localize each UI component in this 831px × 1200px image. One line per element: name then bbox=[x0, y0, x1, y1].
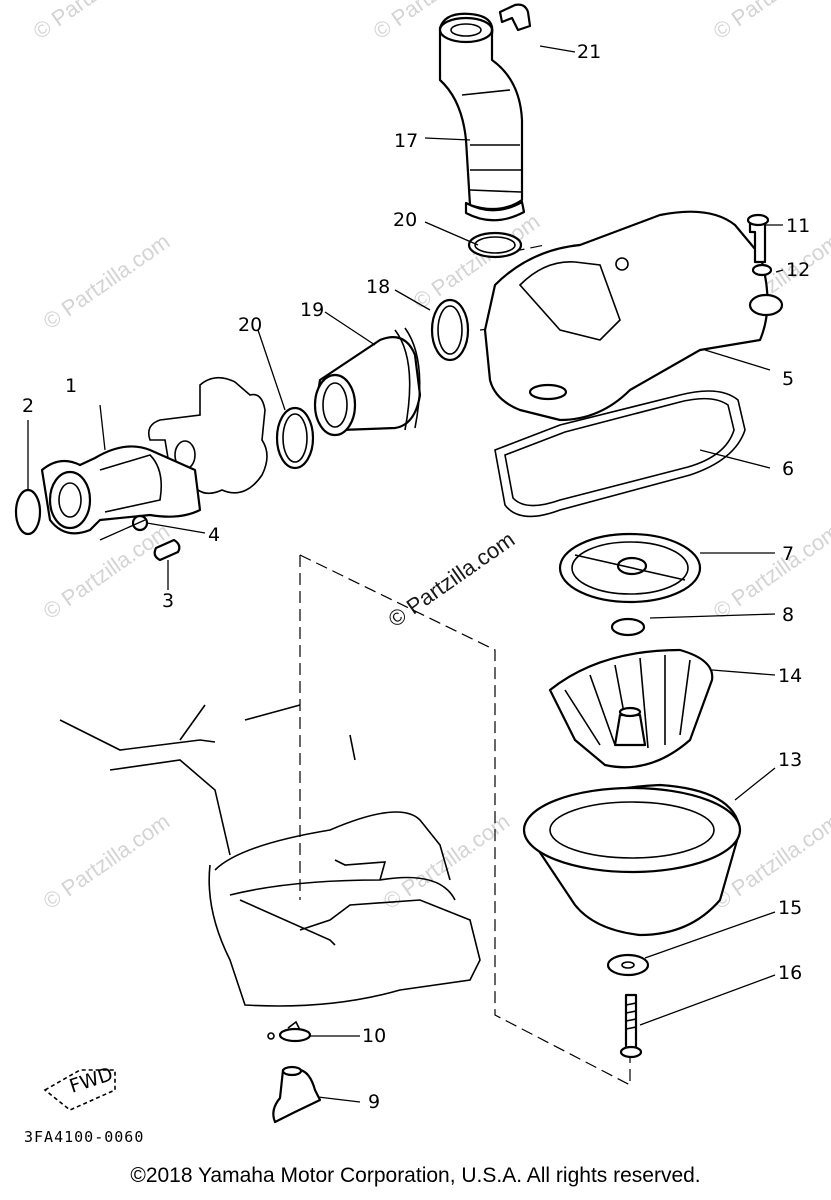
callout-20-upper: 20 bbox=[393, 209, 417, 231]
callout-4: 4 bbox=[208, 524, 220, 546]
filter-cage bbox=[548, 648, 714, 769]
foam-filter bbox=[522, 783, 742, 937]
airbox-cover bbox=[483, 210, 784, 422]
watermark: © Partzilla.com bbox=[39, 809, 175, 915]
watermark-center: © Partzilla.com bbox=[384, 527, 520, 633]
hull-outline bbox=[59, 704, 481, 1007]
callout-16: 16 bbox=[778, 962, 802, 984]
watermark: © Partzilla.com bbox=[39, 229, 175, 335]
callout-11: 11 bbox=[786, 215, 810, 237]
callout-5: 5 bbox=[782, 368, 794, 390]
watermark: © Partzilla.com bbox=[39, 519, 175, 625]
callouts: 21 17 20 18 19 20 11 12 5 6 7 8 14 13 15… bbox=[22, 41, 810, 1113]
callout-12: 12 bbox=[786, 259, 810, 281]
callout-10: 10 bbox=[362, 1025, 386, 1047]
callout-20-lower: 20 bbox=[238, 314, 262, 336]
diagram-code: 3FA4100-0060 bbox=[24, 1128, 145, 1146]
callout-19: 19 bbox=[300, 299, 324, 321]
leader-lines bbox=[27, 45, 784, 1103]
intake-duct bbox=[438, 3, 532, 222]
callout-8: 8 bbox=[782, 604, 794, 626]
callout-1: 1 bbox=[65, 375, 77, 397]
fwd-label: FWD bbox=[67, 1063, 116, 1098]
copyright-notice: ©2018 Yamaha Motor Corporation, U.S.A. A… bbox=[130, 1164, 701, 1187]
grommet-and-bolt bbox=[606, 953, 650, 1059]
callout-2: 2 bbox=[22, 395, 34, 417]
callout-7: 7 bbox=[782, 543, 794, 565]
intake-boot bbox=[313, 298, 470, 437]
watermark: © Partzilla.com bbox=[29, 0, 165, 44]
filter-plate bbox=[558, 532, 702, 637]
callout-6: 6 bbox=[782, 458, 794, 480]
callout-18: 18 bbox=[366, 276, 390, 298]
callout-21: 21 bbox=[577, 41, 601, 63]
forward-arrow: FWD bbox=[43, 1063, 116, 1111]
watermark: © Partzilla.com bbox=[379, 809, 515, 915]
airbox-gasket bbox=[494, 390, 746, 518]
intake-manifold bbox=[14, 445, 202, 562]
callout-9: 9 bbox=[368, 1091, 380, 1113]
drain-bracket bbox=[267, 1020, 322, 1124]
watermark: © Partzilla.com bbox=[709, 0, 831, 44]
callout-14: 14 bbox=[778, 665, 802, 687]
callout-15: 15 bbox=[778, 897, 802, 919]
callout-17: 17 bbox=[394, 130, 418, 152]
callout-13: 13 bbox=[778, 749, 802, 771]
watermark: © Partzilla.com bbox=[709, 519, 831, 625]
callout-3: 3 bbox=[162, 590, 174, 612]
hose-clamps bbox=[275, 231, 523, 470]
